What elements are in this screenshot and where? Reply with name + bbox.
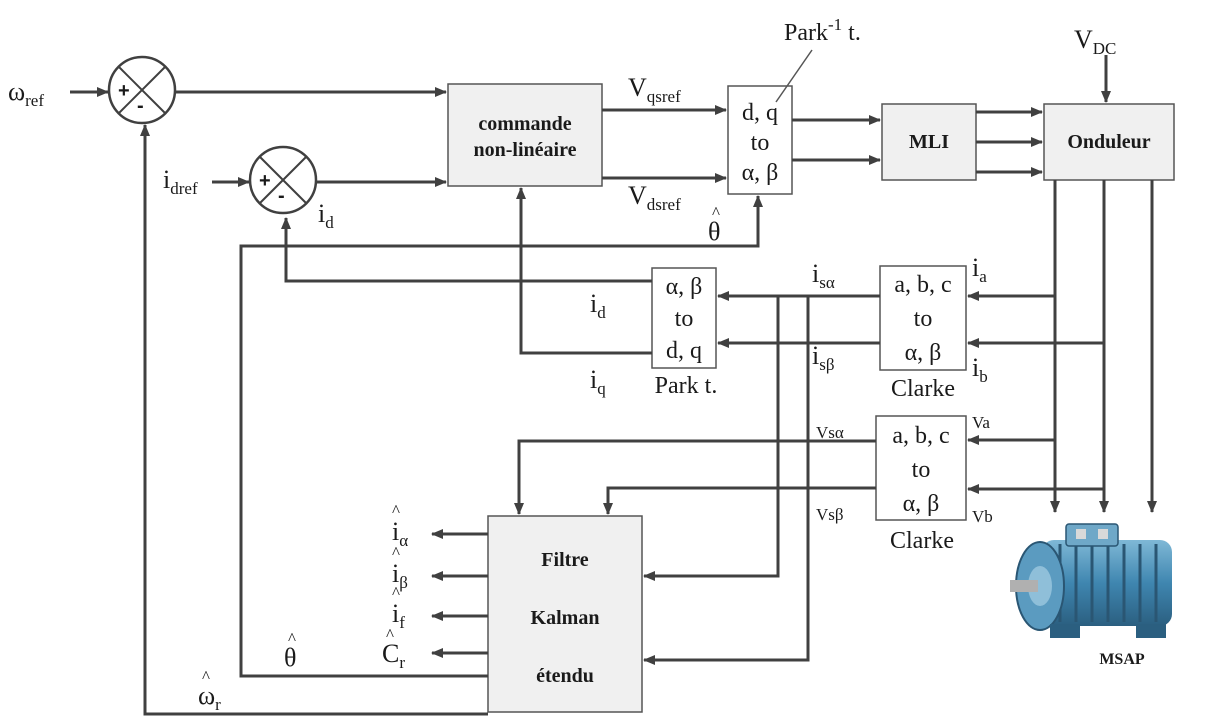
onduleur-label: Onduleur: [1067, 131, 1150, 153]
park-line2: to: [675, 306, 694, 332]
park-inv-line2: to: [751, 130, 770, 156]
summer-current-plus: +: [259, 170, 271, 192]
id-ref-label: idref: [163, 165, 198, 198]
cr-hat-caret: ^: [386, 625, 394, 644]
commande-block: [448, 84, 602, 186]
i-alpha-hat-caret: ^: [392, 501, 400, 520]
vdc-label: VDC: [1074, 25, 1116, 58]
clarke-i-line3: α, β: [905, 340, 942, 366]
park-line1: α, β: [666, 274, 703, 300]
i-beta-hat-caret: ^: [392, 543, 400, 562]
park-line3: d, q: [666, 338, 702, 364]
clarke-v-line1: a, b, c: [892, 423, 949, 449]
summer-current: + -: [250, 147, 316, 213]
clarke-v-caption: Clarke: [890, 528, 954, 554]
kalman-line3: étendu: [536, 665, 594, 687]
summer-speed: + -: [109, 57, 175, 123]
kalman-line2: Kalman: [531, 607, 600, 629]
park-id-label: id: [590, 289, 606, 322]
clarke-v-line2: to: [912, 457, 931, 483]
summer-speed-minus: -: [137, 95, 144, 117]
mli-label: MLI: [909, 131, 949, 153]
motor-icon: [1010, 524, 1172, 638]
omega-ref-label: ωref: [8, 77, 44, 110]
ia-label: ia: [972, 253, 987, 286]
park-inv-caption: Park-1 t.: [784, 15, 861, 46]
vb-label: Vb: [972, 507, 993, 526]
omega-r-hat-caret: ^: [202, 667, 210, 686]
commande-label-1: commande: [478, 113, 571, 135]
motor-label: MSAP: [1099, 651, 1145, 668]
vs-alpha-label: Vsα: [816, 423, 844, 442]
va-label: Va: [972, 413, 990, 432]
i-f-hat-label: if: [392, 599, 405, 632]
park-inv-callout-line: [776, 50, 812, 102]
is-alpha-label: isα: [812, 259, 835, 292]
vs-beta-label: Vsβ: [816, 505, 844, 524]
id-feedback-label: id: [318, 199, 334, 232]
theta-hat-caret-bottom: ^: [288, 629, 296, 648]
clarke-v-line3: α, β: [903, 491, 940, 517]
i-f-hat-caret: ^: [392, 583, 400, 602]
summer-current-minus: -: [278, 185, 285, 207]
park-inv-line1: d, q: [742, 100, 778, 126]
park-caption: Park t.: [655, 373, 718, 399]
summer-speed-plus: +: [118, 80, 130, 102]
clarke-i-line1: a, b, c: [894, 272, 951, 298]
clarke-i-line2: to: [914, 306, 933, 332]
theta-hat-caret-top: ^: [712, 203, 720, 222]
park-iq-label: iq: [590, 365, 606, 398]
vqsref-label: Vqsref: [628, 73, 681, 106]
kalman-line1: Filtre: [541, 549, 589, 571]
vdsref-label: Vdsref: [628, 181, 681, 214]
ib-label: ib: [972, 353, 988, 386]
is-beta-label: isβ: [812, 341, 835, 374]
clarke-i-caption: Clarke: [891, 376, 955, 402]
commande-label-2: non-linéaire: [474, 139, 577, 161]
park-inv-line3: α, β: [742, 160, 779, 186]
